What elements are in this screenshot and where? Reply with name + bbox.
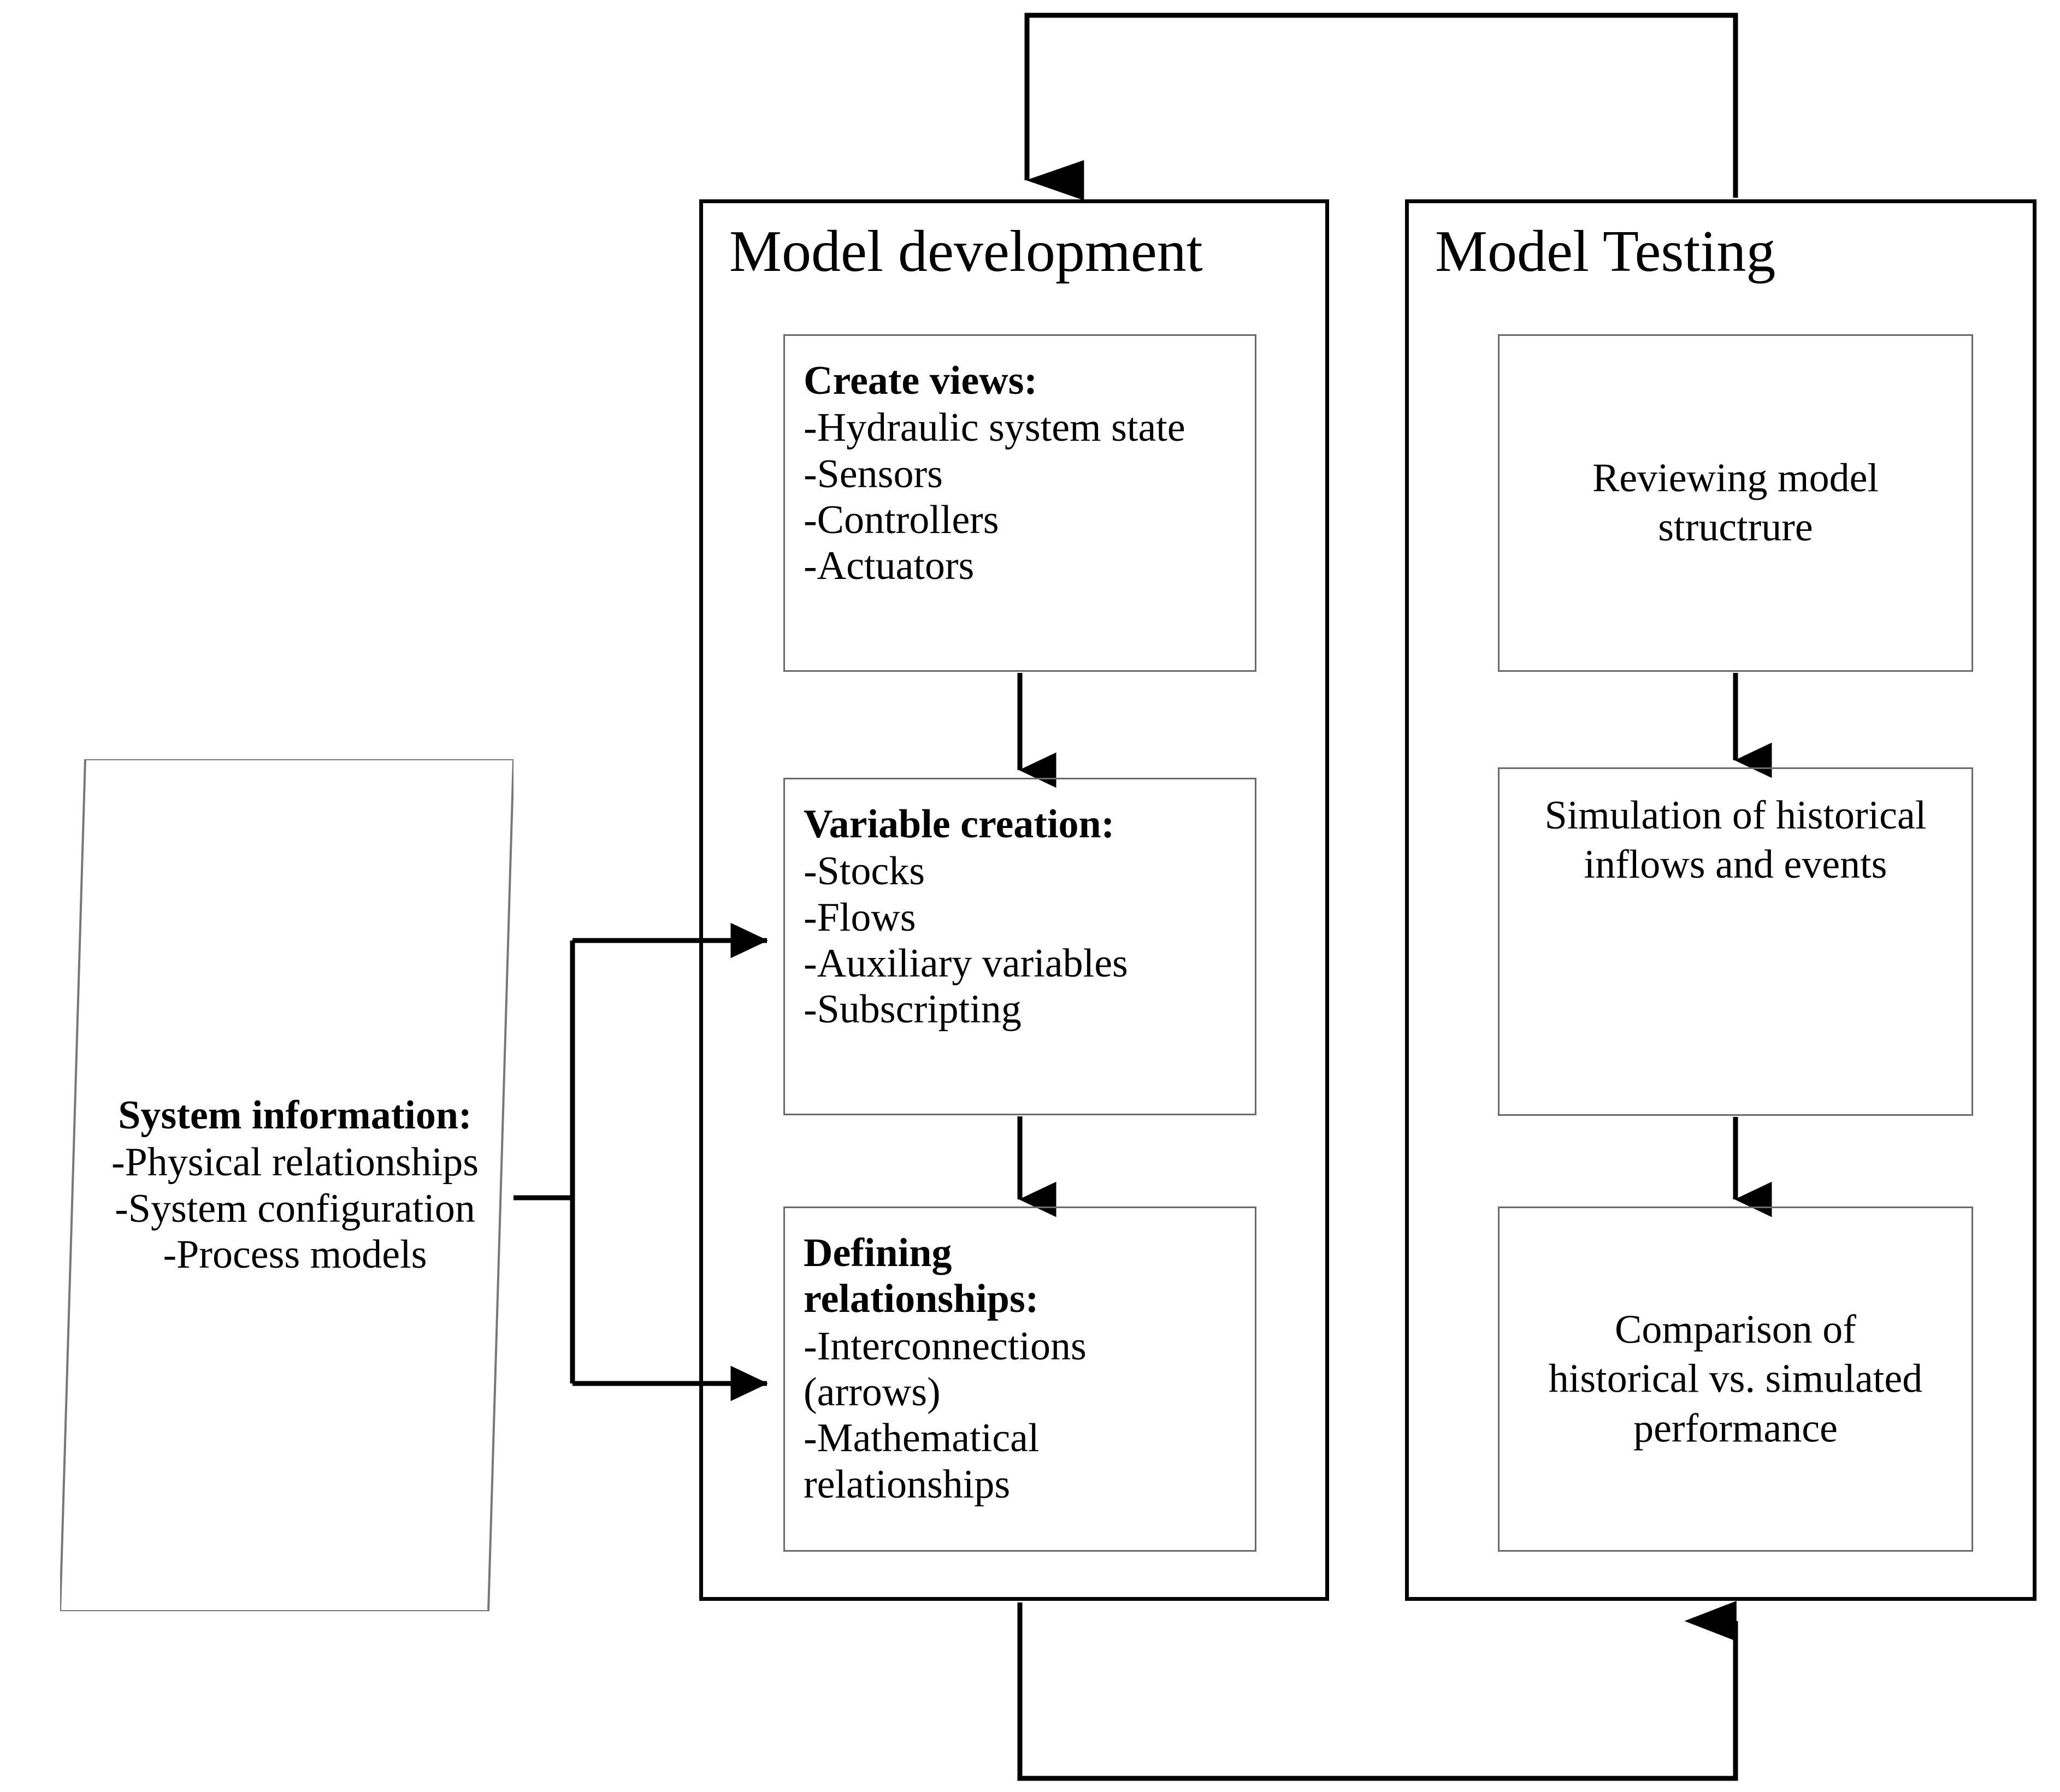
create-views-item-1: -Sensors xyxy=(804,451,943,496)
variable-creation-item-1: -Flows xyxy=(804,895,916,940)
variable-creation-item-2: -Auxiliary variables xyxy=(804,941,1128,986)
step-box-create-views: Create views: -Hydraulic system state -S… xyxy=(783,334,1256,672)
phase-title-model-development: Model development xyxy=(729,219,1203,284)
system-information-heading: System information: xyxy=(118,1093,472,1138)
system-information-item-1: -System configuration xyxy=(115,1186,475,1231)
defining-relationships-heading: Defining relationships: xyxy=(804,1231,1039,1322)
system-information-item-0: -Physical relationships xyxy=(111,1140,479,1185)
parallelogram-outline xyxy=(60,759,513,1611)
step-box-reviewing-model-structure: Reviewing model structrure xyxy=(1498,334,1973,672)
phase-panel-model-development: Model development xyxy=(699,199,1329,1601)
system-information-item-2: -Process models xyxy=(163,1232,427,1278)
phase-title-model-testing: Model Testing xyxy=(1435,219,1776,284)
step-box-variable-creation: Variable creation: -Stocks -Flows -Auxil… xyxy=(783,778,1256,1115)
step-box-simulation-historical-inflows: Simulation of historical inflows and eve… xyxy=(1498,767,1973,1116)
variable-creation-heading: Variable creation: xyxy=(804,802,1115,847)
comparison-historical-simulated-text: Comparison of historical vs. simulated p… xyxy=(1548,1307,1923,1451)
system-information-shape: System information: -Physical relationsh… xyxy=(60,759,513,1611)
create-views-item-3: -Actuators xyxy=(804,543,975,589)
variable-creation-item-0: -Stocks xyxy=(804,849,925,894)
create-views-heading: Create views: xyxy=(804,358,1038,403)
variable-creation-item-3: -Subscripting xyxy=(804,987,1022,1032)
connector-feedback-testing-to-development xyxy=(1024,13,1738,200)
create-views-item-2: -Controllers xyxy=(804,498,999,543)
reviewing-model-structure-text: Reviewing model structrure xyxy=(1592,456,1879,550)
step-box-defining-relationships: Defining relationships: -Interconnection… xyxy=(783,1207,1256,1552)
defining-relationships-item-0: -Interconnections (arrows) xyxy=(804,1323,1087,1415)
step-box-comparison-historical-simulated: Comparison of historical vs. simulated p… xyxy=(1498,1207,1973,1552)
system-information-text: System information: -Physical relationsh… xyxy=(93,1092,497,1278)
connector-feedback-development-to-testing xyxy=(1017,1601,1738,1781)
create-views-item-0: -Hydraulic system state xyxy=(804,405,1185,451)
defining-relationships-item-1: -Mathematical relationships xyxy=(804,1416,1040,1507)
phase-panel-model-testing: Model Testing xyxy=(1405,199,2037,1601)
simulation-historical-inflows-text: Simulation of historical inflows and eve… xyxy=(1544,793,1927,888)
